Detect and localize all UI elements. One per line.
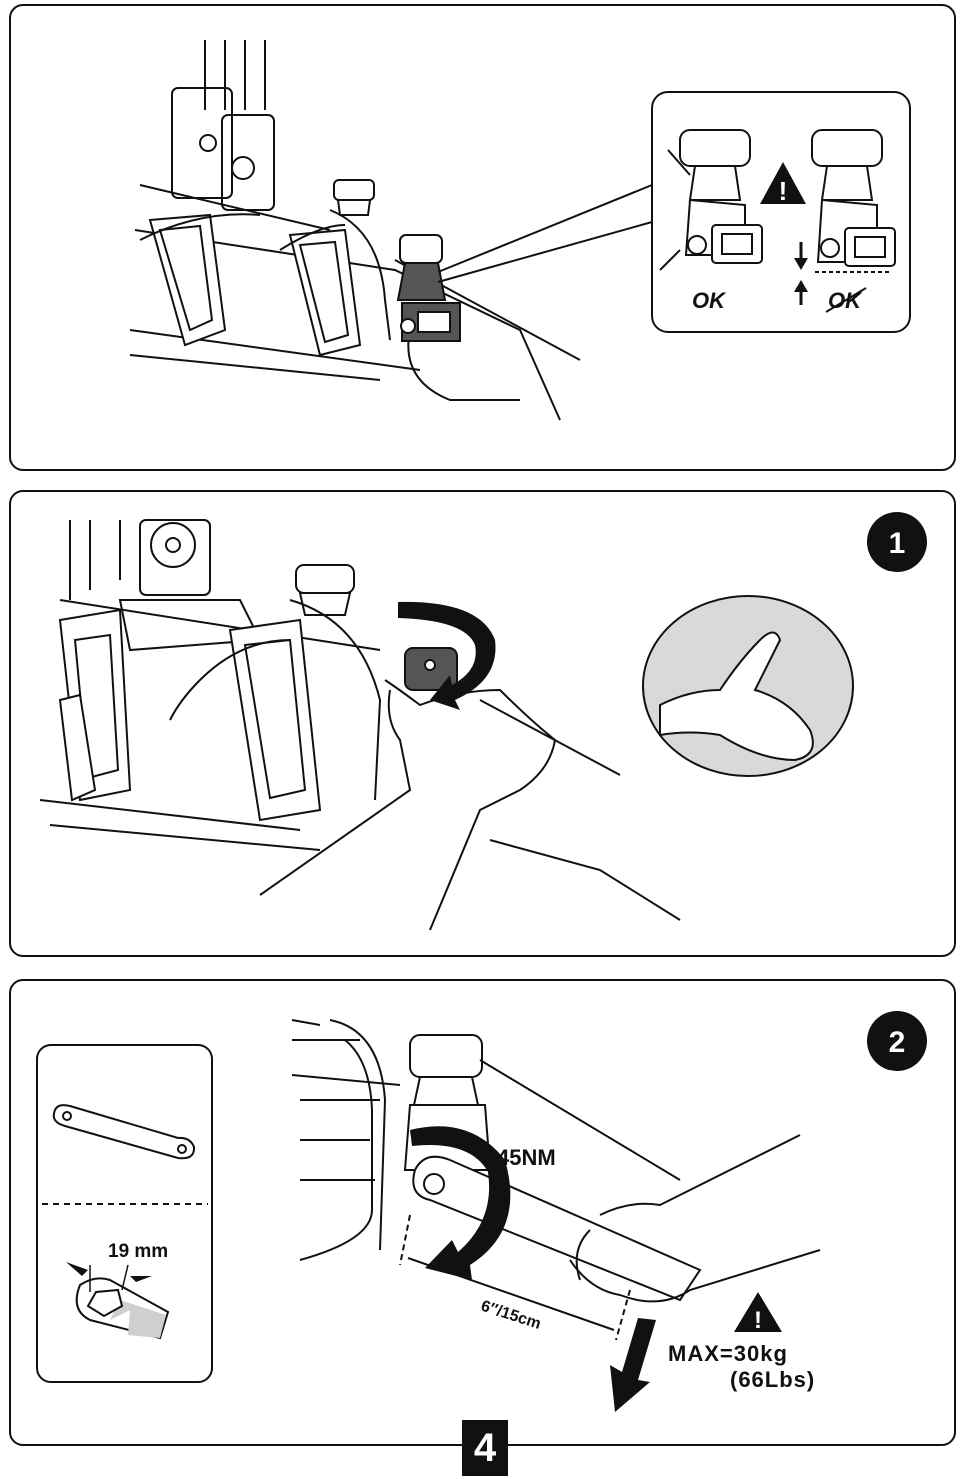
step-2-badge: 2 bbox=[867, 1011, 927, 1071]
svg-text:!: ! bbox=[754, 1307, 762, 1334]
svg-text:2: 2 bbox=[889, 1026, 906, 1059]
step-1-badge: 1 bbox=[867, 512, 927, 572]
max-load-label: MAX=30kg bbox=[668, 1341, 788, 1366]
knob-position-inset: ! OK OK bbox=[651, 91, 911, 333]
svg-text:!: ! bbox=[779, 176, 788, 206]
arrow-down-icon bbox=[610, 1318, 656, 1412]
strike-line bbox=[825, 287, 867, 313]
wrench-size-label: 19 mm bbox=[108, 1241, 168, 1262]
arrow-up-icon bbox=[794, 280, 808, 305]
flexed-arm-icon bbox=[642, 595, 854, 777]
page-number: 4 bbox=[462, 1420, 508, 1476]
rotate-arrow-icon bbox=[398, 601, 496, 710]
rotate-arrow-icon bbox=[410, 1126, 511, 1280]
svg-text:1: 1 bbox=[889, 527, 906, 560]
warning-triangle-icon: ! bbox=[734, 1292, 782, 1334]
max-load-lbs-label: (66Lbs) bbox=[730, 1367, 815, 1392]
torque-label: 45NM bbox=[497, 1145, 556, 1170]
distance-label: 6″/15cm bbox=[479, 1298, 543, 1333]
wrench-tool-inset: 19 mm bbox=[36, 1044, 213, 1383]
warning-triangle-icon: ! bbox=[760, 162, 806, 206]
overview-illustration bbox=[129, 40, 653, 421]
ok-label: OK bbox=[692, 288, 727, 313]
arrow-down-icon bbox=[794, 242, 808, 270]
step1-illustration: 1 bbox=[39, 512, 927, 931]
